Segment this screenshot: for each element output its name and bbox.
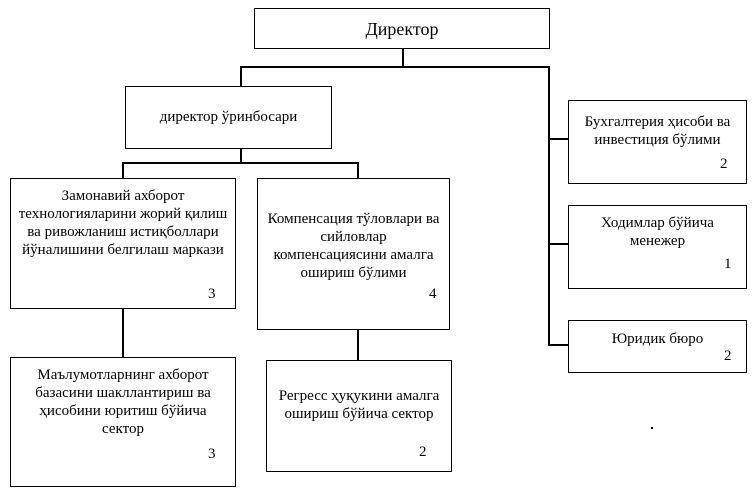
connector-mid-horizontal (122, 162, 358, 164)
connector-to-accounting (548, 138, 568, 140)
it-center-staff-count: 3 (208, 286, 216, 302)
connector-top-horizontal (240, 66, 549, 68)
connector-to-it-center (122, 162, 124, 178)
hr-manager-staff-count: 1 (724, 256, 732, 272)
legal-bureau-label: Юридик бюро (611, 331, 704, 347)
accounting-label: Бухгалтерия ҳисоби ва инвестиция бўлими (584, 114, 731, 148)
deputy-label: директор ўринбосари (159, 109, 298, 125)
connector-right-vertical (548, 66, 550, 345)
hr-manager-label: Ходимлар бўйича менежер (601, 215, 714, 249)
regress-sector-box: Регресс ҳуқукини амалга ошириш бўйича се… (266, 360, 452, 472)
connector-director-down (402, 48, 404, 66)
compensation-box: Компенсация тўловлари ва сийловлар компе… (257, 178, 450, 330)
compensation-label: Компенсация тўловлари ва сийловлар компе… (267, 211, 440, 281)
connector-to-compensation (357, 162, 359, 178)
connector-to-deputy (240, 66, 242, 86)
database-sector-box: Маълумотларнинг ахборот базасини шакллан… (10, 357, 236, 487)
connector-to-hr (548, 243, 568, 245)
director-box: Директор (254, 8, 550, 49)
database-sector-label: Маълумотларнинг ахборот базасини шакллан… (35, 367, 211, 437)
connector-deputy-down (240, 148, 242, 163)
connector-to-legal (548, 344, 568, 346)
compensation-staff-count: 4 (429, 286, 437, 302)
deputy-box: директор ўринбосари (125, 86, 332, 149)
accounting-box: Бухгалтерия ҳисоби ва инвестиция бўлими … (568, 100, 747, 184)
director-label: Директор (365, 19, 439, 39)
stray-dot (651, 427, 653, 429)
connector-compensation-to-regress (357, 330, 359, 360)
regress-sector-label: Регресс ҳуқукини амалга ошириш бўйича се… (278, 388, 440, 422)
connector-it-to-database (122, 309, 124, 357)
accounting-staff-count: 2 (720, 156, 728, 172)
legal-bureau-staff-count: 2 (724, 348, 732, 364)
it-center-box: Замонавий ахборот технологияларини жорий… (10, 178, 236, 309)
regress-sector-staff-count: 2 (419, 444, 427, 460)
database-sector-staff-count: 3 (208, 446, 216, 462)
legal-bureau-box: Юридик бюро 2 (568, 320, 747, 373)
hr-manager-box: Ходимлар бўйича менежер 1 (568, 205, 747, 289)
it-center-label: Замонавий ахборот технологияларини жорий… (18, 188, 228, 258)
